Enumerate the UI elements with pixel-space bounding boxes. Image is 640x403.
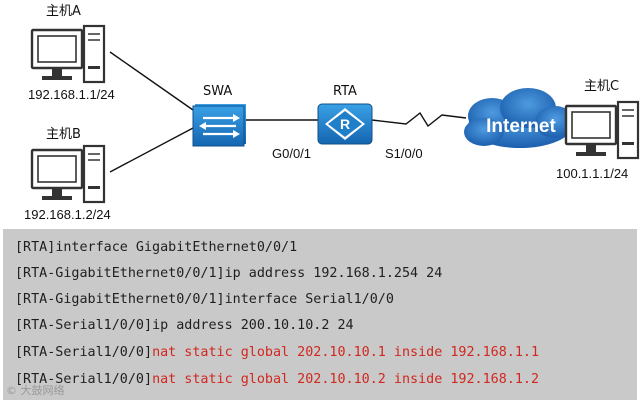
switch-label: SWA (203, 84, 232, 99)
computer-icon (30, 144, 106, 204)
port-label-wan: S1/0/0 (385, 146, 423, 161)
computer-icon (564, 100, 640, 160)
watermark: © 大鼓网络 (6, 384, 65, 397)
router-symbol: R (340, 116, 350, 132)
cloud-icon (464, 88, 575, 148)
cli-line-highlighted: [RTA-Serial1/0/0]nat static global 202.1… (15, 372, 539, 387)
cli-command: ip address 200.10.10.2 24 (152, 318, 354, 333)
host-a-label: 主机A (46, 4, 81, 19)
cli-prompt: [RTA-Serial1/0/0] (15, 345, 153, 360)
router-rta: RTA R G0/0/1 S1/0/0 (272, 84, 423, 161)
cli-prompt: [RTA-GigabitEthernet0/0/1] (15, 266, 225, 281)
host-c-ip: 100.1.1.1/24 (556, 166, 628, 181)
internet-cloud: Internet (464, 88, 575, 148)
host-c: 主机C 100.1.1.1/24 (556, 79, 640, 181)
host-b-label: 主机B (46, 127, 81, 142)
host-b-ip: 192.168.1.2/24 (24, 207, 111, 222)
cli-line: [RTA-Serial1/0/0]ip address 200.10.10.2 … (15, 318, 354, 333)
network-topology: 主机A 192.168.1.1/24 主机B 192.168.1.2/24 SW… (24, 4, 640, 222)
cli-config-panel: [RTA]interface GigabitEthernet0/0/1 [RTA… (3, 229, 637, 400)
cli-prompt: [RTA-Serial1/0/0] (15, 318, 153, 333)
cli-command: interface Serial1/0/0 (224, 292, 394, 307)
port-label-lan: G0/0/1 (272, 146, 311, 161)
cli-line: [RTA]interface GigabitEthernet0/0/1 (15, 240, 297, 255)
host-b: 主机B 192.168.1.2/24 (24, 127, 111, 222)
cli-command: ip address 192.168.1.254 24 (224, 266, 443, 281)
router-icon: R (317, 103, 373, 145)
cli-line: [RTA-GigabitEthernet0/0/1]interface Seri… (15, 292, 394, 307)
cli-line-highlighted: [RTA-Serial1/0/0]nat static global 202.1… (15, 345, 539, 360)
switch-icon (192, 104, 246, 147)
cli-prompt: [RTA-Serial1/0/0] (15, 372, 153, 387)
cli-line: [RTA-GigabitEthernet0/0/1]ip address 192… (15, 266, 442, 281)
cli-prompt: [RTA-GigabitEthernet0/0/1] (15, 292, 225, 307)
link-a-swa (109, 51, 194, 111)
cloud-label: Internet (486, 116, 556, 137)
computer-icon (30, 24, 106, 84)
host-c-label: 主机C (584, 79, 619, 94)
cli-command: interface GigabitEthernet0/0/1 (55, 240, 298, 255)
cli-command-nat: nat static global 202.10.10.2 inside 192… (152, 372, 540, 387)
cli-prompt: [RTA] (15, 240, 56, 255)
router-label: RTA (333, 84, 357, 99)
cli-command-nat: nat static global 202.10.10.1 inside 192… (152, 345, 540, 360)
host-a: 主机A 192.168.1.1/24 (28, 4, 115, 102)
link-rta-internet-serial (371, 111, 467, 128)
host-a-ip: 192.168.1.1/24 (28, 87, 115, 102)
switch-swa: SWA (192, 84, 246, 147)
link-b-swa (109, 127, 194, 173)
